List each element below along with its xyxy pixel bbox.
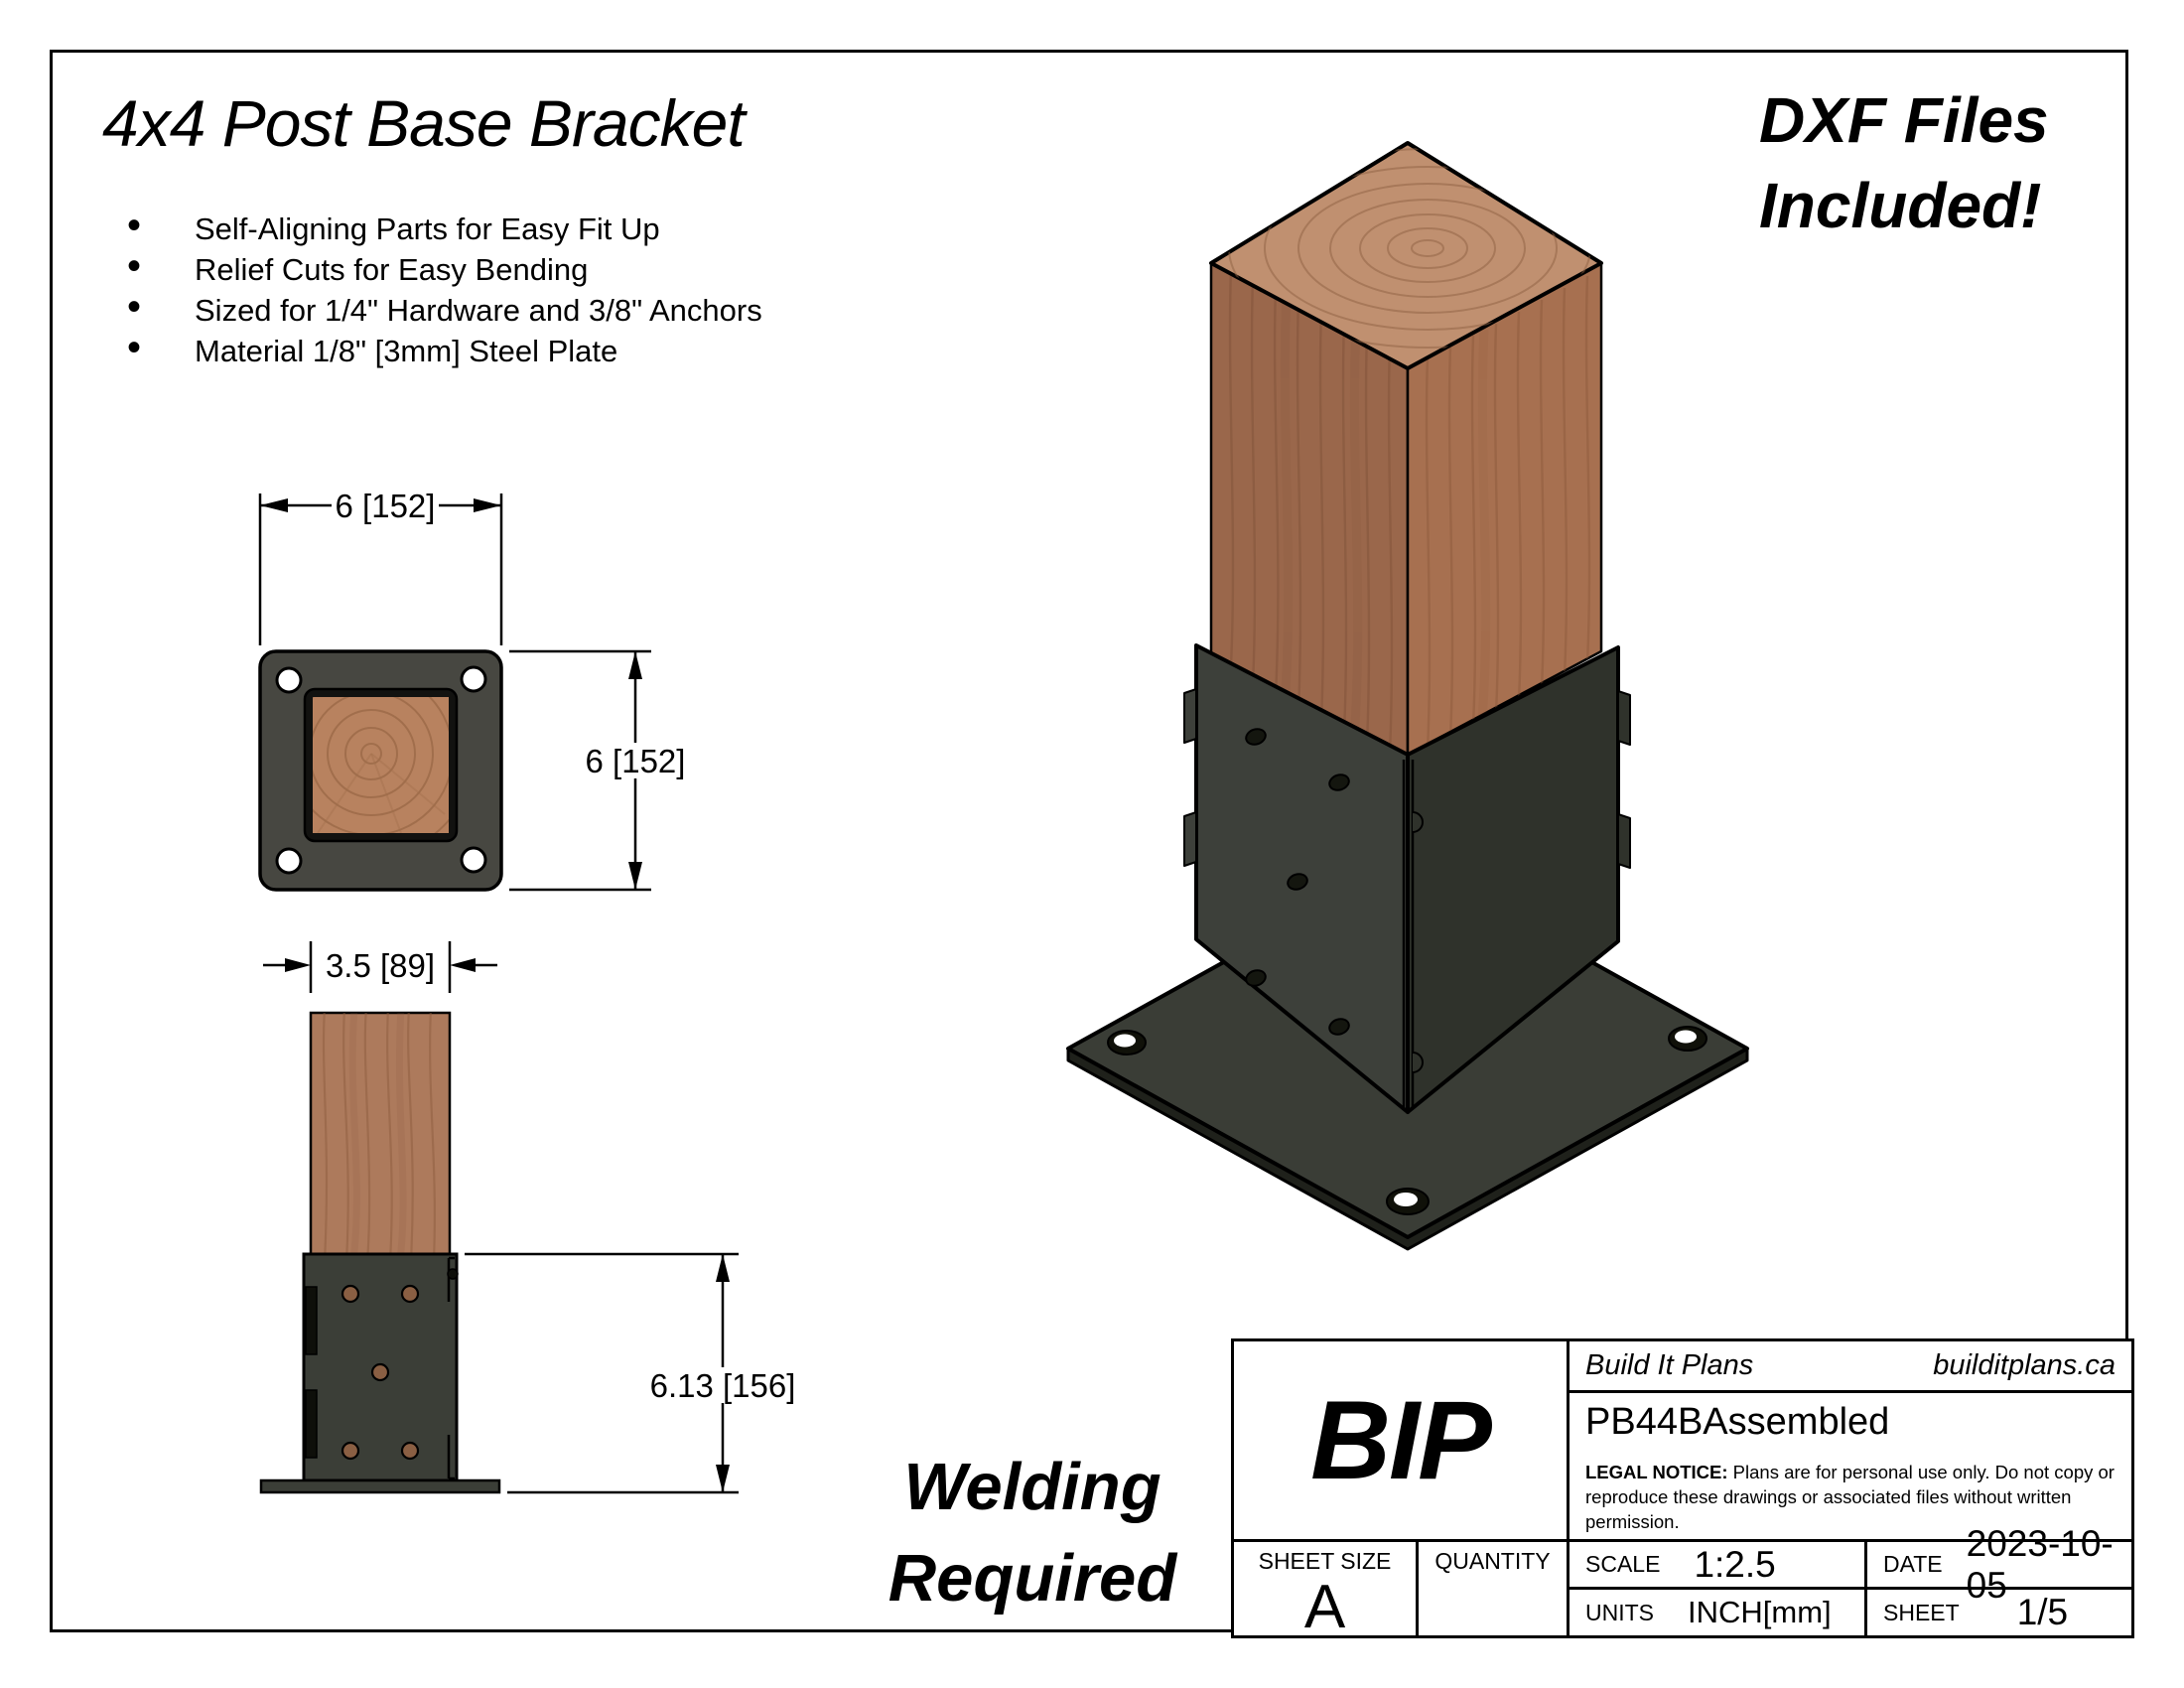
front-view: 3.5 [89] <box>259 941 797 1494</box>
scale-label: SCALE <box>1585 1551 1661 1577</box>
iso-sleeve-right-face <box>1406 645 1620 1114</box>
company-name: Build It Plans <box>1585 1349 1754 1381</box>
dimension-mask <box>648 1367 797 1403</box>
sheet-size-label: SHEET SIZE <box>1258 1548 1392 1574</box>
dxf-note-line1: DXF Files <box>1759 84 2049 156</box>
quantity-cell: QUANTITY <box>1419 1542 1570 1638</box>
sheet-size-value: A <box>1303 1573 1346 1641</box>
iso-post-top-face <box>1209 141 1603 370</box>
dimension-label: 6.13 [156] <box>650 1367 796 1404</box>
dxf-note-line2: Included! <box>1759 170 2042 241</box>
units-value: INCH[mm] <box>1688 1595 1832 1629</box>
front-view-base-flange <box>259 1478 501 1494</box>
front-view-height-dimension <box>465 1252 739 1494</box>
dimension-mask <box>584 743 687 778</box>
top-view: 6 [152] 6 [152] <box>258 488 687 892</box>
units-cell: UNITS INCH[mm] <box>1570 1590 1867 1635</box>
dimension-label: 3.5 [89] <box>326 947 435 984</box>
iso-post-right-grain <box>1425 275 1591 751</box>
dxf-included-note: DXF Files Included! <box>1759 77 2049 248</box>
iso-post-left-grain <box>1228 267 1394 754</box>
front-view-relief-cuts <box>305 1286 318 1459</box>
title-block: BIP Build It Plans builditplans.ca PB44B… <box>1231 1338 2134 1638</box>
legal-notice-label: LEGAL NOTICE: <box>1585 1462 1728 1482</box>
company-logo: BIP <box>1234 1341 1570 1542</box>
top-view-anchor-holes <box>275 665 487 875</box>
sheet-number-cell: SHEET 1/5 <box>1867 1590 2131 1635</box>
date-label: DATE <box>1883 1551 1943 1577</box>
legal-notice-text: Plans are for personal use only. Do not … <box>1585 1462 2115 1532</box>
bullet-item: Relief Cuts for Easy Bending <box>127 246 882 290</box>
iso-render <box>1066 141 1749 1251</box>
bullet-item: Self-Aligning Parts for Easy Fit Up <box>127 206 882 249</box>
top-view-post-end-grain <box>313 697 449 833</box>
front-view-post <box>309 1011 452 1256</box>
quantity-label: QUANTITY <box>1434 1548 1551 1574</box>
dimension-label: 6 [152] <box>586 743 686 779</box>
welding-note-line2: Required <box>887 1541 1177 1616</box>
top-view-width-dimension <box>258 493 503 645</box>
company-header-row: Build It Plans builditplans.ca <box>1570 1341 2131 1393</box>
part-cell: PB44BAssembled LEGAL NOTICE: Plans are f… <box>1570 1393 2131 1542</box>
sheet-border <box>50 50 2128 1632</box>
page-title: 4x4 Post Base Bracket <box>102 86 746 160</box>
iso-plate-holes <box>1107 1026 1707 1215</box>
front-view-width-dimension <box>263 941 497 993</box>
front-view-bolt-holes <box>341 1284 420 1461</box>
part-name: PB44BAssembled <box>1585 1401 1890 1443</box>
units-label: UNITS <box>1585 1599 1654 1625</box>
sheet-size-cell: SHEET SIZE A <box>1234 1542 1419 1638</box>
top-view-growth-rings <box>313 697 449 833</box>
sheet-number-value: 1/5 <box>2016 1592 2069 1632</box>
dimension-label: 6 [152] <box>336 488 436 524</box>
legal-notice: LEGAL NOTICE: Plans are for personal use… <box>1585 1460 2123 1534</box>
date-cell: DATE 2023-10-05 <box>1867 1523 2131 1606</box>
welding-note-line1: Welding <box>903 1450 1161 1524</box>
feature-bullet-list: Self-Aligning Parts for Easy Fit Up Reli… <box>127 206 882 371</box>
date-value: 2023-10-05 <box>1966 1522 2114 1606</box>
iso-sleeve-corner-seam <box>1402 760 1424 1109</box>
bullet-item: Sized for 1/4" Hardware and 3/8" Anchors <box>127 287 882 331</box>
front-view-post-grain <box>322 1013 436 1254</box>
scale-cell: SCALE 1:2.5 <box>1570 1542 1867 1590</box>
sheet-number-label: SHEET <box>1883 1599 1960 1625</box>
front-view-seam-marks <box>447 1256 459 1480</box>
iso-sleeve-relief-tabs <box>1183 688 1631 869</box>
bullet-item: Material 1/8" [3mm] Steel Plate <box>127 328 882 371</box>
iso-sleeve-holes <box>1245 728 1350 1036</box>
scale-value: 1:2.5 <box>1694 1543 1776 1585</box>
welding-required-note: Welding Required <box>834 1442 1231 1624</box>
company-website: builditplans.ca <box>1933 1349 2116 1381</box>
